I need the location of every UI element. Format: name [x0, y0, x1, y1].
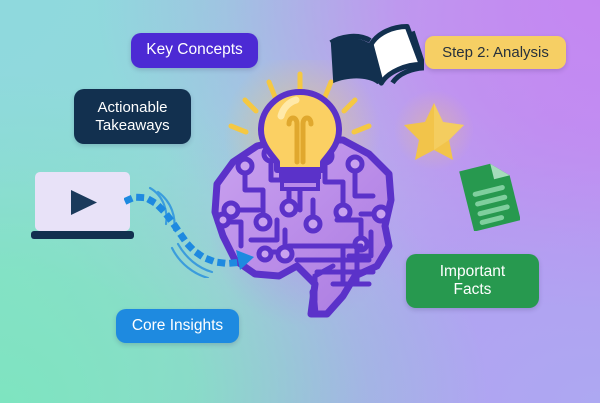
lightbulb-icon: [228, 71, 372, 191]
arrow-head: [236, 250, 254, 270]
document-text-lines: [472, 185, 510, 225]
video-player-icon: [31, 172, 134, 239]
badge-core-insights[interactable]: Core Insights: [116, 309, 239, 343]
ai-circuit-brain-icon: [211, 71, 395, 318]
arrow-dotted-path: [124, 194, 245, 267]
document-body: [459, 163, 520, 231]
star-icon: [404, 103, 464, 160]
dotted-flow-arrow-icon: [124, 186, 254, 278]
lightbulb-base-band-1: [279, 170, 321, 179]
book-left-edge: [329, 33, 372, 45]
star-highlight: [434, 103, 464, 150]
book-left-page: [330, 38, 378, 84]
badge-actionable-takeaways[interactable]: Actionable Takeaways: [74, 89, 191, 144]
document-fold-corner: [490, 163, 510, 180]
lightbulb-rays: [228, 71, 372, 135]
book-back-cover: [390, 30, 424, 85]
badge-key-concepts[interactable]: Key Concepts: [131, 33, 258, 68]
badge-step-2-analysis[interactable]: Step 2: Analysis: [425, 36, 566, 69]
video-base: [31, 231, 134, 239]
arrow-motion-arcs: [148, 186, 214, 278]
lightbulb-highlight: [277, 96, 300, 120]
brain-folds: [286, 243, 376, 303]
open-book-icon: [329, 24, 424, 86]
book-spine: [368, 43, 382, 85]
lightbulb-base-band-2: [280, 179, 320, 191]
lightbulb-filament: [286, 115, 314, 165]
badge-important-facts[interactable]: Important Facts: [406, 254, 539, 308]
play-triangle-icon: [71, 190, 97, 215]
document-icon: [459, 163, 520, 231]
